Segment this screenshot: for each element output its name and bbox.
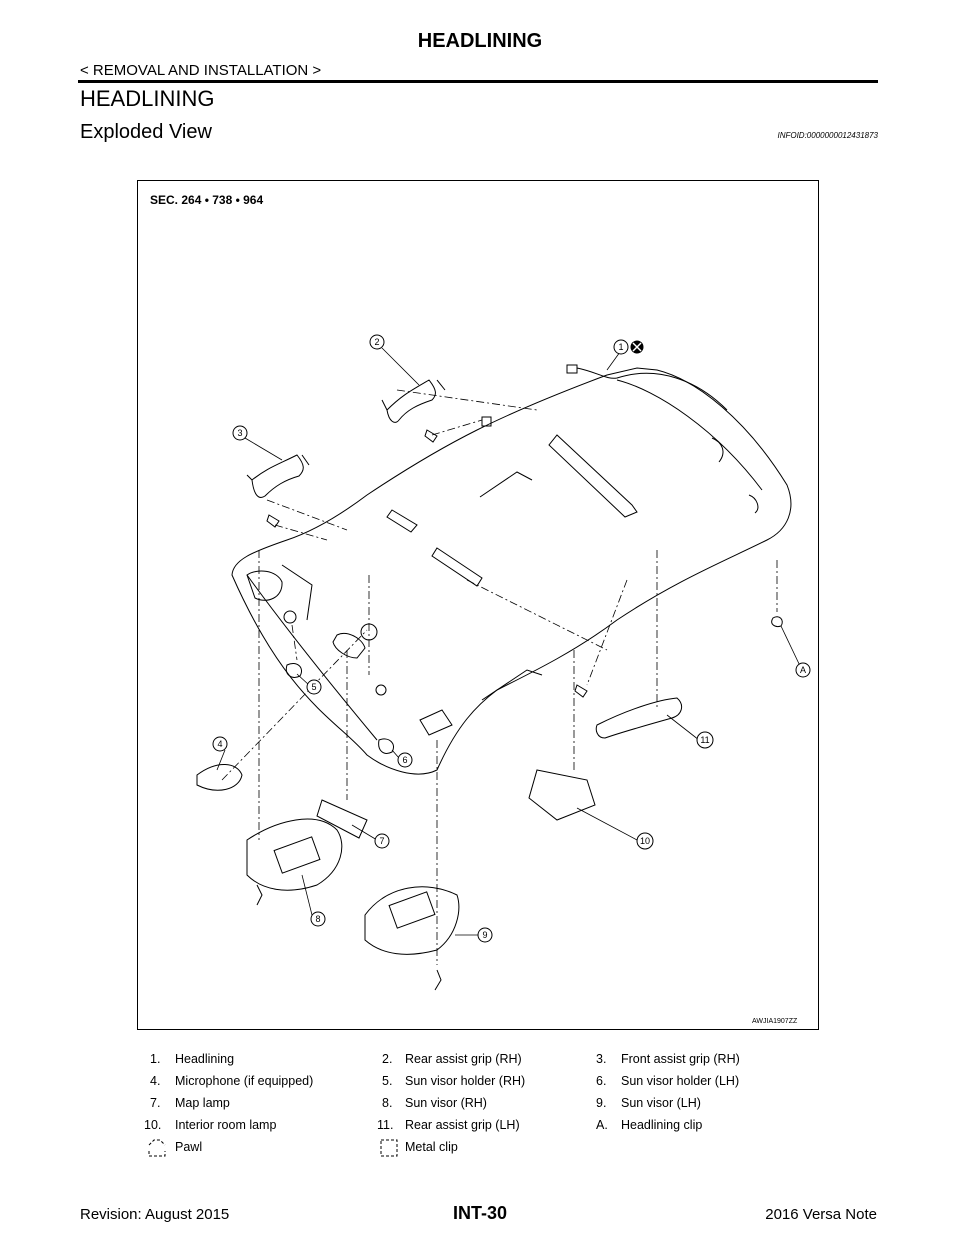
footer-revision: Revision: August 2015 [80, 1206, 230, 1223]
legend-label: Front assist grip (RH) [621, 1052, 740, 1066]
figure-frame [137, 180, 819, 1030]
front-assist-grip-rh [251, 454, 304, 498]
svg-text:2: 2 [374, 337, 379, 347]
legend-num: 4. [150, 1074, 161, 1088]
legend-label: Map lamp [175, 1096, 230, 1110]
legend-num: 10. [144, 1118, 162, 1132]
section-code: SEC. 264 • 738 • 964 [150, 193, 264, 207]
info-id: INFOID:0000000012431873 [777, 131, 878, 140]
legend-num: 1. [150, 1052, 161, 1066]
legend-num: 5. [382, 1074, 393, 1088]
bolt [266, 514, 280, 528]
callout-9: 9 [477, 927, 493, 943]
callout-A: A [795, 662, 811, 678]
svg-text:3: 3 [237, 428, 242, 438]
microphone [196, 764, 243, 791]
section-title: HEADLINING [80, 86, 215, 111]
screw [256, 884, 263, 906]
callout-10: 10 [636, 832, 654, 850]
bolt [424, 429, 438, 443]
wire-harness [576, 367, 728, 411]
bolt [574, 684, 588, 698]
svg-text:1: 1 [618, 342, 623, 352]
legend-label: Rear assist grip (RH) [405, 1052, 522, 1066]
legend-num: 8. [382, 1096, 393, 1110]
callout-1: 1 [613, 339, 629, 355]
callout-11: 11 [696, 731, 714, 749]
callout-5: 5 [306, 679, 322, 695]
legend-label: Microphone (if equipped) [175, 1074, 314, 1088]
callout-8: 8 [310, 911, 326, 927]
exploded-view-diagram: 1 2 3 4 5 6 7 8 9 10 11 A [196, 334, 811, 991]
legend-label: Sun visor holder (LH) [621, 1074, 740, 1088]
headlining-opening [386, 509, 418, 533]
legend-label: Rear assist grip (LH) [405, 1118, 520, 1132]
header-divider [78, 80, 878, 83]
legend-num: 3. [596, 1052, 607, 1066]
svg-text:10: 10 [640, 836, 650, 846]
sun-visor-holder-rh [285, 662, 302, 678]
headlining-panel [231, 367, 792, 775]
legend-num: 6. [596, 1074, 607, 1088]
headlining-opening [431, 547, 483, 587]
callout-4: 4 [212, 736, 228, 752]
map-lamp [316, 799, 368, 839]
svg-text:6: 6 [402, 755, 407, 765]
room-lamp-opening [419, 709, 453, 736]
legend-num: 2. [382, 1052, 393, 1066]
metal-clip-symbol-icon [380, 1139, 398, 1157]
pawl-symbol-icon [148, 1139, 166, 1157]
figure-code: AWJIA1907ZZ [752, 1018, 798, 1025]
svg-text:4: 4 [217, 739, 222, 749]
legend-label: Headlining clip [621, 1118, 703, 1132]
callout-6: 6 [397, 752, 413, 768]
screw [434, 969, 442, 991]
svg-text:7: 7 [379, 836, 384, 846]
callout-3: 3 [232, 425, 248, 441]
footer-page-number: INT-30 [452, 1203, 508, 1223]
callout-7: 7 [374, 833, 390, 849]
legend-label-metal-clip: Metal clip [405, 1140, 458, 1154]
headlining-clip [771, 616, 783, 627]
legend-label: Interior room lamp [175, 1118, 277, 1132]
svg-text:8: 8 [315, 914, 320, 924]
svg-text:A: A [800, 665, 806, 675]
footer-model: 2016 Versa Note [765, 1206, 877, 1223]
svg-text:5: 5 [311, 682, 316, 692]
legend-num: 11. [377, 1118, 394, 1132]
legend-label: Sun visor (LH) [621, 1096, 701, 1110]
rear-assist-grip-rh [386, 379, 436, 423]
legend-label: Sun visor holder (RH) [405, 1074, 526, 1088]
page-header-title: HEADLINING [417, 30, 543, 52]
headlining-opening [548, 434, 638, 518]
callout-2: 2 [369, 334, 385, 350]
legend-label: Headlining [175, 1052, 235, 1066]
visor-recess [246, 570, 283, 601]
svg-text:11: 11 [700, 735, 709, 745]
sun-visor-rh [246, 818, 343, 891]
map-lamp-opening [332, 633, 366, 659]
page-header-breadcrumb: < REMOVAL AND INSTALLATION > [80, 62, 322, 79]
sun-visor-lh [364, 886, 460, 955]
legend-num: A. [596, 1118, 608, 1132]
sun-visor-holder-lh [378, 738, 394, 754]
svg-text:9: 9 [482, 930, 487, 940]
legend-label: Sun visor (RH) [405, 1096, 487, 1110]
interior-room-lamp [528, 769, 596, 821]
legend-num: 9. [596, 1096, 607, 1110]
metal-clip-marker-icon [630, 340, 644, 354]
subsection-title: Exploded View [80, 121, 212, 143]
rear-assist-grip-lh [595, 697, 683, 739]
legend-label-pawl: Pawl [175, 1140, 203, 1154]
legend-num: 7. [150, 1096, 161, 1110]
